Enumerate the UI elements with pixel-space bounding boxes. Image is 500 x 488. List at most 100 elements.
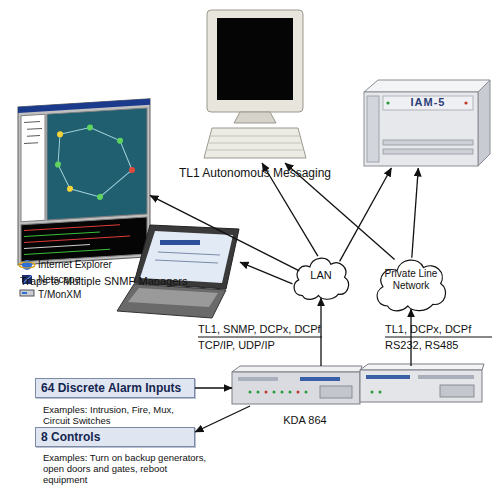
browser-icon-ring: [19, 262, 35, 268]
protocol-label: TCP/IP, UDP/IP: [198, 339, 275, 352]
tmon-icon: [20, 290, 34, 296]
network-cloud: LAN: [290, 250, 352, 302]
device-front: [232, 372, 360, 404]
tmon-icon-led: [22, 292, 27, 294]
device-front: [364, 92, 478, 166]
node-label: IAM-5: [383, 96, 473, 108]
laptop-illustration: [117, 225, 239, 318]
screenshot-node: Traps to Multiple SNMP Managers: [18, 103, 150, 268]
arrow-connector: [410, 309, 411, 366]
map-pane: [47, 108, 147, 220]
drive-slot: [383, 140, 473, 145]
map-node: [55, 161, 61, 167]
status-led: [289, 391, 292, 394]
device-handle: [367, 96, 379, 162]
node-label: 8 Controls: [41, 430, 191, 444]
io-box: 8 ControlsExamples: Turn on backup gener…: [35, 427, 195, 447]
snmp-screenshot: [18, 99, 150, 265]
device-panel: [383, 96, 473, 110]
device-label-strip: [238, 377, 278, 381]
device-port: [440, 385, 474, 397]
arrow-connector: [195, 406, 250, 432]
led-row: [249, 391, 308, 394]
monitor-body: [207, 10, 303, 112]
tree-pane: [21, 114, 45, 221]
protocol-label: TL1, DCPx, DCPf: [385, 323, 471, 336]
node-note: Examples: Turn on backup generators, ope…: [43, 452, 208, 485]
device-logo-strip: [300, 377, 340, 381]
monitor-illustration: [204, 10, 306, 158]
protocol-label: TL1, SNMP, DCPx, DCPf: [198, 323, 321, 336]
device-node: IAM-5: [362, 78, 490, 168]
node-label: Private Line Network: [381, 268, 441, 292]
device-front: [360, 370, 482, 402]
tree-item: [27, 135, 40, 137]
status-led: [379, 391, 382, 394]
window-frame: [18, 99, 150, 265]
keyboard-row: [206, 150, 304, 151]
cloud-shape: [377, 260, 445, 311]
status-led: [249, 391, 252, 394]
status-led: [305, 391, 308, 394]
tree-item: [24, 142, 38, 144]
map-links: [58, 125, 132, 200]
device-node: KDA 864: [232, 366, 482, 406]
tree-item: [27, 128, 42, 130]
status-led: [464, 101, 467, 104]
node-label: KDA 864: [260, 414, 350, 427]
device-top: [364, 80, 490, 92]
node-label: TL1 Autonomous Messaging: [175, 166, 335, 180]
status-led: [371, 391, 374, 394]
arrow-connector: [150, 195, 299, 270]
map-node: [57, 131, 63, 137]
iam5-illustration: [364, 80, 490, 166]
io-box: 64 Discrete Alarm InputsExamples: Intrus…: [35, 378, 195, 398]
node-note: Examples: Intrusion, Fire, Mux, Circuit …: [43, 404, 203, 426]
log-line: [24, 244, 90, 248]
log-line: [24, 236, 130, 242]
label-rule: [198, 337, 322, 338]
device-top: [360, 364, 484, 370]
status-led: [273, 391, 276, 394]
keyboard: [204, 128, 306, 158]
screen-bar: [160, 240, 200, 245]
log-line: [24, 232, 100, 237]
node-note: Netscape: [38, 274, 128, 286]
screen-line: [158, 252, 220, 255]
node-note: T/MonXM: [38, 289, 128, 301]
node-label: LAN: [290, 269, 352, 282]
network-cloud: Private Line Network: [372, 250, 450, 314]
arrow-connector: [412, 168, 419, 258]
drive-slot: [383, 149, 473, 154]
keyboard-row: [208, 143, 302, 144]
laptop-node: Internet ExplorerNetscapeT/MonXM: [115, 222, 240, 320]
laptop-base: [117, 284, 226, 318]
map-node: [129, 167, 135, 173]
arrow-connector: [340, 168, 392, 261]
status-led: [281, 391, 284, 394]
map-node: [117, 137, 123, 143]
node-label: Internet Explorer: [38, 259, 128, 271]
status-led: [265, 391, 268, 394]
node-label: 64 Discrete Alarm Inputs: [41, 381, 191, 395]
label-rule: [385, 337, 492, 338]
device-side: [478, 80, 490, 166]
log-line: [24, 249, 110, 254]
map-node: [87, 124, 93, 130]
laptop-keyboard: [128, 288, 218, 307]
monitor-screen: [217, 18, 293, 100]
arrow-connector: [195, 387, 232, 388]
monitor-node: TL1 Autonomous Messaging: [205, 8, 305, 163]
log-line: [24, 225, 120, 231]
arrow-connector: [240, 262, 293, 284]
device-top: [232, 366, 362, 372]
status-led: [257, 391, 260, 394]
protocol-label: RS232, RS485: [385, 339, 458, 352]
kda864-illustration: [232, 364, 484, 404]
monitor-stand: [234, 112, 276, 123]
map-node: [97, 194, 103, 200]
log-pane: [21, 217, 147, 262]
status-led: [297, 391, 300, 394]
device-port: [320, 386, 352, 398]
